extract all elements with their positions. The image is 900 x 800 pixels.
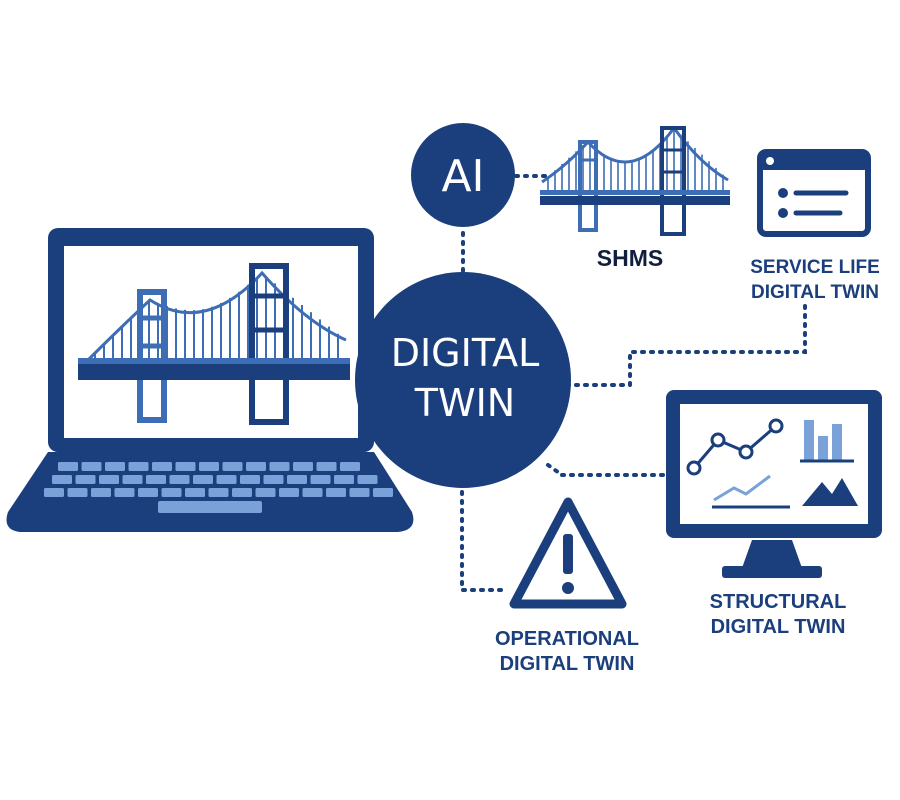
line-chart-icon [686, 418, 784, 476]
keyboard-key [193, 475, 213, 484]
keyboard-key [246, 462, 266, 471]
keyboard-key [293, 462, 313, 471]
keyboard-key [199, 462, 219, 471]
digital-twin-line2: TWIN [414, 381, 515, 425]
keyboard [44, 462, 393, 497]
keyboard-key [357, 475, 378, 484]
operational-label-1: OPERATIONAL [495, 628, 639, 650]
keyboard-key [122, 475, 143, 484]
keyboard-key [175, 462, 196, 471]
keyboard-key [232, 488, 252, 497]
structural-label-2: DIGITAL TWIN [711, 616, 846, 638]
trend-chart-icon [712, 474, 790, 509]
keyboard-key [310, 475, 331, 484]
keyboard-key [58, 462, 78, 471]
keyboard-key [340, 462, 360, 471]
connector-center-service-life [565, 303, 807, 387]
keyboard-key [169, 475, 190, 484]
operational-label-2: DIGITAL TWIN [500, 653, 635, 675]
keyboard-key [326, 488, 346, 497]
keyboard-key [99, 475, 119, 484]
keyboard-key [263, 475, 284, 484]
keyboard-key [128, 462, 149, 471]
service-life-label-1: SERVICE LIFE [750, 257, 880, 278]
keyboard-key [185, 488, 205, 497]
keyboard-key [334, 475, 354, 484]
keyboard-key [287, 475, 307, 484]
keyboard-key [114, 488, 135, 497]
laptop-icon [6, 228, 414, 532]
keyboard-key [222, 462, 243, 471]
keyboard-key [255, 488, 276, 497]
keyboard-key [81, 462, 102, 471]
trackpad [158, 501, 262, 513]
bar-chart-icon [800, 420, 854, 463]
keyboard-key [269, 462, 290, 471]
keyboard-key [52, 475, 72, 484]
bridge-icon [78, 263, 350, 425]
keyboard-key [67, 488, 88, 497]
keyboard-key [279, 488, 299, 497]
keyboard-key [302, 488, 323, 497]
warning-icon [509, 497, 627, 609]
connectors [460, 174, 807, 592]
shms-bridge-icon [540, 125, 730, 236]
digital-twin-line1: DIGITAL [391, 331, 540, 375]
keyboard-key [75, 475, 96, 484]
keyboard-key [240, 475, 260, 484]
keyboard-key [349, 488, 370, 497]
ai-label: AI [441, 151, 484, 202]
service-life-label-2: DIGITAL TWIN [751, 282, 879, 303]
keyboard-key [138, 488, 158, 497]
structural-label-1: STRUCTURAL [710, 591, 847, 613]
ai-node: AI [411, 123, 515, 227]
keyboard-key [208, 488, 229, 497]
keyboard-key [91, 488, 111, 497]
mountain-icon [802, 478, 858, 506]
keyboard-key [373, 488, 393, 497]
keyboard-key [146, 475, 166, 484]
document-icon [757, 149, 871, 237]
monitor-icon [666, 390, 882, 578]
connector-center-operational [460, 490, 504, 592]
digital-twin-node: DIGITAL TWIN [355, 272, 571, 488]
keyboard-key [44, 488, 64, 497]
keyboard-key [161, 488, 182, 497]
keyboard-key [152, 462, 172, 471]
keyboard-key [105, 462, 125, 471]
shms-label: SHMS [597, 245, 663, 271]
keyboard-key [316, 462, 337, 471]
keyboard-key [216, 475, 237, 484]
connector-center-structural [546, 463, 564, 477]
